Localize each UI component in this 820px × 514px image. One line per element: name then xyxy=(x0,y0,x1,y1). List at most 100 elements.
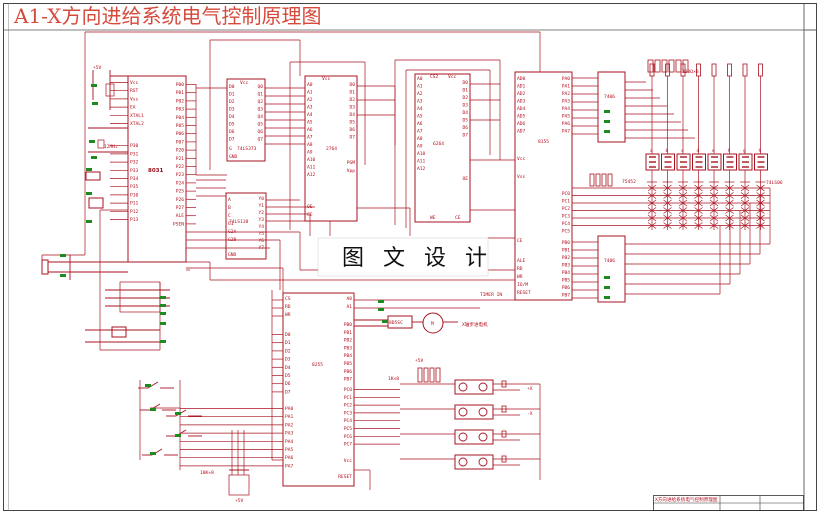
net-label-marker xyxy=(86,192,92,195)
ppi-pin-label: PB6 xyxy=(344,369,353,375)
ppi-pin-label: PB1 xyxy=(344,330,353,336)
optocoupler xyxy=(454,454,494,470)
eprom-pin-label: A2 xyxy=(307,97,313,103)
cpu-pin-label: P05 xyxy=(176,123,185,129)
decoder-pin-label: Y2 xyxy=(258,210,264,216)
watermark-text: 图 文 设 计 xyxy=(342,246,493,271)
latch-pin-label: Q1 xyxy=(257,92,263,98)
supply-label-bottom: +5V xyxy=(235,498,244,504)
latch-pin-label: D5 xyxy=(229,122,235,128)
decoder-pin-label: Y3 xyxy=(258,217,264,223)
io8155-pin-label: PC0 xyxy=(562,191,571,197)
ppi-pin-label: RD xyxy=(285,304,291,310)
ram-6264: 6264 A0A1A2A3A4A5A6A7A8A9A10A11A12D0D1D2… xyxy=(414,73,471,223)
io8155-pin-label: PA6 xyxy=(562,121,571,127)
io8155-pin-label: PB2 xyxy=(562,255,571,261)
seven-seg-digit xyxy=(723,153,737,171)
latch-pin-label: Q5 xyxy=(257,122,263,128)
latch-pin-label: Vcc xyxy=(240,80,249,86)
ram-pin-label: A0 xyxy=(417,76,423,82)
supply-label-opto: +5V xyxy=(415,358,424,364)
segment-label: h xyxy=(759,148,762,154)
net-label-marker xyxy=(60,274,66,277)
segment-label: e xyxy=(712,149,715,154)
net-label-marker xyxy=(160,304,166,307)
decoder-label: 74LS138 xyxy=(229,219,249,225)
eprom-pin-label: A9 xyxy=(307,150,313,156)
latch-pin-label: D3 xyxy=(229,107,235,113)
io8155-pin-label: PC4 xyxy=(562,221,571,227)
io8155-pin-label: RESET xyxy=(517,290,531,296)
ram-pin-label: D0 xyxy=(462,80,468,86)
decoder-pin-label: GND xyxy=(228,252,237,258)
net-label-marker xyxy=(604,286,610,289)
latch-pin-label: D0 xyxy=(229,84,235,90)
cpu-pin-label: P10 xyxy=(130,192,139,198)
io8155-pin-label: AD3 xyxy=(517,99,526,105)
driver-upper-label: 7406 xyxy=(604,94,615,100)
ppi-pin-label: PC5 xyxy=(344,426,353,432)
eprom-pin-label: D1 xyxy=(349,90,355,96)
ppi-pin-label: PA7 xyxy=(285,463,294,469)
net-label-marker xyxy=(604,296,610,299)
ppi-pin-label: PA4 xyxy=(285,439,294,445)
eprom-pin-label: A8 xyxy=(307,142,313,148)
cpu-pin-label: P23 xyxy=(176,172,185,178)
cpu-pin-label: P34 xyxy=(130,176,139,182)
res-10k-label: 10K×8 xyxy=(200,470,214,476)
cpu-pin-label: P07 xyxy=(176,139,185,145)
drawing-title: A1-X方向进给系统电气控制原理图 xyxy=(13,4,321,28)
ppi-pin-label: CS xyxy=(285,296,291,302)
eprom-pin-label: A6 xyxy=(307,127,313,133)
optocoupler-group xyxy=(400,367,541,480)
ppi-pin-label: PA1 xyxy=(285,414,294,420)
decoder-pin-label: A xyxy=(228,197,231,203)
eprom-pin-label: A0 xyxy=(307,82,313,88)
cpu-pin-label: Vcc xyxy=(130,80,139,86)
segment-label: g xyxy=(743,149,746,154)
net-label-marker xyxy=(378,308,384,311)
ram-pin-label: A8 xyxy=(417,136,423,142)
cpu-pin-label: P27 xyxy=(176,205,185,211)
ppi-pin-label: A1 xyxy=(346,304,352,310)
io8155-pin-label: PA0 xyxy=(562,76,571,82)
segment-label: a xyxy=(650,149,653,154)
latch-pin-label: D4 xyxy=(229,114,235,120)
title-block: X方向进给系统电气控制原理图 xyxy=(653,495,804,511)
cpu-8031: 8031 VccRSTVssEAXTAL1XTAL2P30P31P32P33P3… xyxy=(110,75,196,263)
ppi-pin-label: PC7 xyxy=(344,442,353,448)
cpu-pin-label: P00 xyxy=(176,82,185,88)
switch-group xyxy=(138,380,202,460)
io8155-pin-label: Vcc xyxy=(517,156,526,162)
motor-caption: X轴步进电机 xyxy=(462,321,488,328)
cpu-pin-label: P12 xyxy=(130,209,139,215)
ppi-pin-label: RESET xyxy=(338,474,352,480)
optocoupler xyxy=(454,379,494,395)
ram-pin-label: D6 xyxy=(462,125,468,131)
res-220-label: 220Ω×8 xyxy=(682,69,699,75)
segment-label: b xyxy=(666,148,669,154)
ram-pin-label: Vcc xyxy=(448,74,457,80)
decoder-pin-label: Y1 xyxy=(258,203,264,209)
crystal-area: +5V 12MHz xyxy=(85,65,128,209)
motor-symbol: M xyxy=(431,321,434,327)
cpu-pin-label: EA xyxy=(130,105,136,111)
decoder-pin-label: C xyxy=(228,213,231,219)
net-label-marker xyxy=(60,254,66,257)
io8155-pin-label: AD5 xyxy=(517,114,526,120)
eprom-pin-label: D3 xyxy=(349,105,355,111)
ram-pin-label: A7 xyxy=(417,129,423,135)
ppi-pin-label: PB2 xyxy=(344,338,353,344)
ppi-label: 8255 xyxy=(312,362,323,368)
ppi-pin-label: PA2 xyxy=(285,422,294,428)
latch-pin-label: Q2 xyxy=(257,99,263,105)
net-label-marker xyxy=(160,340,166,343)
eprom-pin-label: D2 xyxy=(349,97,355,103)
eprom-pin-label: D6 xyxy=(349,127,355,133)
eprom-pin-label: A4 xyxy=(307,112,313,118)
